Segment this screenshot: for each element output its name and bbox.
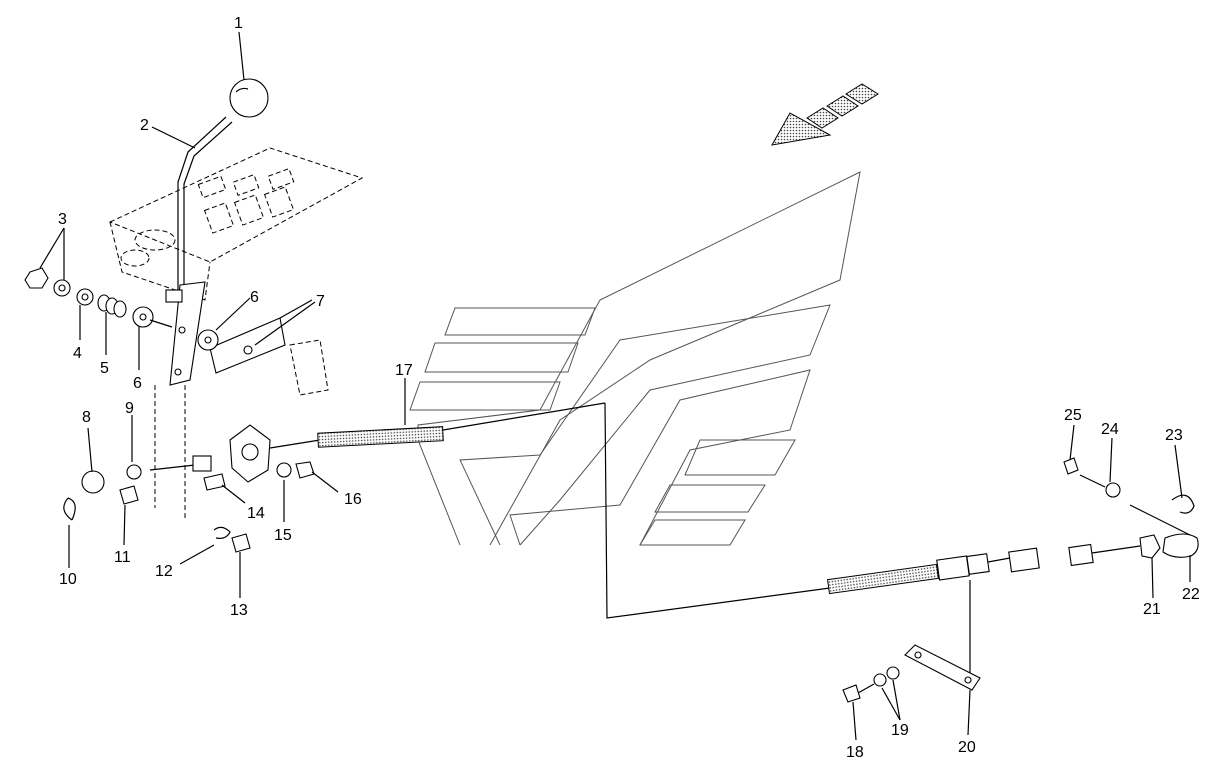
callout-7: 7 bbox=[316, 293, 325, 310]
front-cable bbox=[63, 385, 831, 619]
callout-15: 15 bbox=[274, 527, 292, 544]
lever-plate bbox=[165, 281, 206, 386]
direction-arrow bbox=[771, 83, 879, 146]
gear-lever bbox=[177, 78, 269, 295]
bracket bbox=[209, 299, 329, 396]
callout-19: 19 bbox=[891, 722, 909, 739]
callouts: 1 2 3 4 5 6 6 7 8 9 10 11 12 13 14 15 16… bbox=[58, 15, 1200, 761]
callout-21: 21 bbox=[1143, 601, 1161, 618]
callout-22: 22 bbox=[1182, 586, 1200, 603]
callout-1: 1 bbox=[234, 15, 243, 32]
callout-25: 25 bbox=[1064, 407, 1082, 424]
rear-bracket bbox=[842, 644, 981, 703]
callout-11: 11 bbox=[114, 549, 131, 566]
callout-20: 20 bbox=[958, 739, 976, 756]
gear-console-outline bbox=[108, 147, 364, 301]
callout-17: 17 bbox=[395, 362, 413, 379]
callout-6a: 6 bbox=[133, 375, 142, 392]
callout-16: 16 bbox=[344, 491, 362, 508]
callout-8: 8 bbox=[82, 409, 91, 426]
background-logo bbox=[409, 171, 861, 546]
callout-5: 5 bbox=[100, 360, 109, 377]
callout-4: 4 bbox=[73, 345, 82, 362]
callout-18: 18 bbox=[846, 744, 864, 761]
callout-9: 9 bbox=[125, 400, 134, 417]
callout-23: 23 bbox=[1165, 427, 1183, 444]
callout-12: 12 bbox=[155, 563, 173, 580]
callout-13: 13 bbox=[230, 602, 248, 619]
callout-14: 14 bbox=[247, 505, 265, 522]
callout-10: 10 bbox=[59, 571, 77, 588]
left-fasteners bbox=[24, 267, 219, 351]
callout-24: 24 bbox=[1101, 421, 1119, 438]
rear-cable bbox=[826, 457, 1199, 680]
callout-3: 3 bbox=[58, 211, 67, 228]
callout-2: 2 bbox=[140, 117, 149, 134]
callout-6b: 6 bbox=[250, 289, 259, 306]
leader-lines bbox=[39, 31, 1191, 741]
